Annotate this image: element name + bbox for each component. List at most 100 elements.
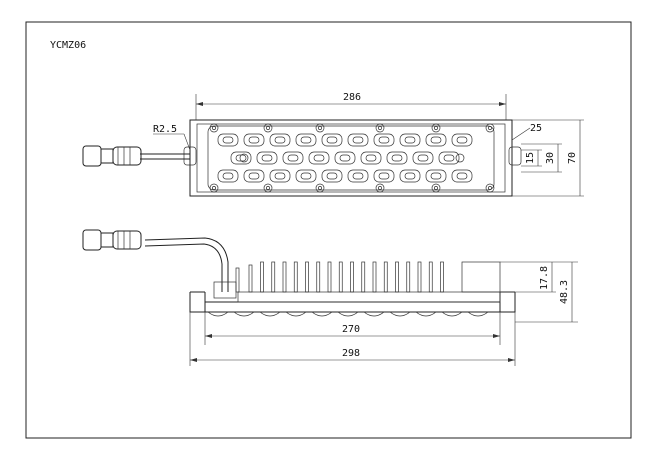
- lens-bump: [259, 311, 281, 317]
- heatsink-fin: [383, 261, 388, 293]
- led-lens: [282, 151, 304, 165]
- led-lens: [412, 151, 434, 165]
- led-lens: [295, 133, 317, 147]
- model-title: YCMZ06: [50, 40, 86, 51]
- led-lens: [308, 151, 330, 165]
- connector-plug-side: [82, 229, 102, 251]
- led-lens: [243, 133, 265, 147]
- led-lens: [373, 133, 395, 147]
- led-lens: [243, 169, 265, 183]
- dim-width-15: 15: [525, 152, 536, 164]
- screw: [485, 123, 495, 133]
- led-lens: [425, 169, 447, 183]
- dim-height-48-3: 48.3: [559, 280, 570, 304]
- heatsink-fin: [406, 261, 411, 293]
- dim-length-inner: 270: [342, 324, 360, 335]
- heatsink-fin: [372, 261, 377, 293]
- led-lens: [438, 151, 460, 165]
- dim-radius: R2.5: [153, 124, 177, 135]
- led-lens: [451, 169, 473, 183]
- lens-bump: [415, 311, 437, 317]
- screw: [375, 183, 385, 193]
- led-lens-array: [217, 133, 473, 183]
- screw: [455, 153, 465, 163]
- heatsink-fin: [248, 264, 253, 293]
- dim-height-17-8: 17.8: [539, 266, 550, 290]
- module-outline: [189, 119, 513, 197]
- heatsink-fin: [361, 261, 366, 293]
- heatsink-fin: [395, 261, 399, 293]
- led-lens: [451, 133, 473, 147]
- heatsink-fin: [305, 261, 309, 293]
- screw: [209, 183, 219, 193]
- led-lens: [425, 133, 447, 147]
- dim-length-top: 286: [343, 92, 361, 103]
- screw: [485, 183, 495, 193]
- cable-side-view: [144, 237, 229, 292]
- heatsink-fin: [327, 261, 332, 293]
- lens-bump: [441, 311, 463, 317]
- heatsink-fin: [235, 267, 240, 293]
- screw: [431, 123, 441, 133]
- heatsink-fin: [293, 261, 298, 293]
- led-lens: [347, 133, 369, 147]
- led-lens: [321, 169, 343, 183]
- led-lens: [360, 151, 382, 165]
- dim-width-70: 70: [567, 152, 578, 164]
- heatsink-fin: [338, 261, 343, 293]
- lens-profile: [207, 311, 489, 317]
- heatsink-fin: [316, 261, 321, 293]
- screw: [431, 183, 441, 193]
- screw: [209, 123, 219, 133]
- led-lens: [321, 133, 343, 147]
- dim-width-30: 30: [545, 152, 556, 164]
- lens-bump: [337, 311, 359, 317]
- led-lens: [295, 169, 317, 183]
- top-view: 286 R2.5 25 15 30 70: [82, 92, 584, 197]
- screw: [315, 183, 325, 193]
- lens-bump: [207, 311, 229, 317]
- screw: [315, 123, 325, 133]
- screw: [263, 183, 273, 193]
- heatsink-base: [237, 291, 501, 303]
- mounting-slot-right: [508, 146, 522, 166]
- lens-plate: [207, 125, 495, 191]
- drawing-border: [25, 21, 632, 439]
- heatsink-fins: [235, 261, 444, 293]
- led-lens: [230, 151, 252, 165]
- dim-length-total: 298: [342, 348, 360, 359]
- screw-group: [209, 123, 495, 193]
- connector-body-top: [112, 146, 142, 166]
- led-lens: [269, 169, 291, 183]
- heatsink-fin: [428, 261, 433, 293]
- base-plate: [189, 292, 516, 313]
- heatsink-fin: [440, 261, 444, 293]
- connector-plug-top: [82, 145, 102, 167]
- connector-body-side: [112, 230, 142, 250]
- side-view: 17.8 48.3 270 298: [82, 229, 578, 366]
- screw: [239, 153, 249, 163]
- lens-bump: [389, 311, 411, 317]
- lens-bump: [363, 311, 385, 317]
- mounting-slot-left: [183, 146, 197, 166]
- led-lens: [334, 151, 356, 165]
- led-lens: [347, 169, 369, 183]
- led-lens: [269, 133, 291, 147]
- led-lens: [256, 151, 278, 165]
- lens-bump: [311, 311, 333, 317]
- screw: [375, 123, 385, 133]
- dim-angle: 25: [530, 123, 542, 134]
- heatsink-fin: [282, 261, 287, 293]
- led-lens: [217, 169, 239, 183]
- cable-gland: [213, 281, 237, 299]
- screw: [263, 123, 273, 133]
- led-lens: [386, 151, 408, 165]
- led-lens: [373, 169, 395, 183]
- heatsink-fin: [350, 261, 354, 293]
- lens-bump: [285, 311, 307, 317]
- lens-bump: [467, 311, 489, 317]
- heatsink-fin: [271, 261, 276, 293]
- heatsink-fin: [260, 261, 264, 293]
- led-lens: [399, 169, 421, 183]
